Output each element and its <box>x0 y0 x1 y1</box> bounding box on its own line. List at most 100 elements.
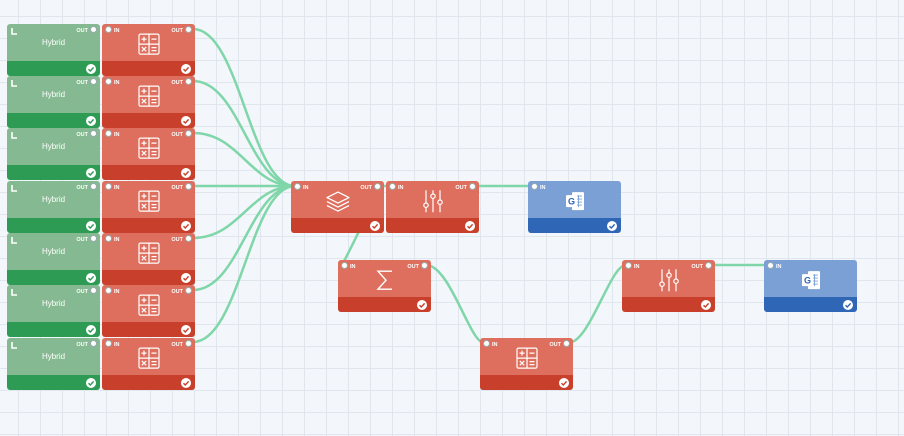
in-port-label: IN <box>114 80 120 86</box>
in-port[interactable]: IN <box>389 183 404 192</box>
out-port[interactable]: OUT <box>171 130 192 139</box>
source-corner-icon <box>11 28 17 35</box>
merge-node[interactable]: IN OUT <box>291 181 384 233</box>
calculator-icon <box>137 294 160 316</box>
out-port[interactable]: OUT <box>171 26 192 35</box>
out-port[interactable]: OUT <box>171 287 192 296</box>
wire <box>191 184 297 292</box>
sigma-icon <box>375 270 392 290</box>
node-label: Hybrid <box>41 352 66 361</box>
hybrid-source-node[interactable]: OUT Hybrid <box>7 128 100 180</box>
calculator-node[interactable]: IN OUT <box>102 181 195 233</box>
out-port-label: OUT <box>455 185 467 191</box>
out-port[interactable]: OUT <box>76 235 97 244</box>
in-port[interactable]: IN <box>105 78 120 87</box>
out-port[interactable]: OUT <box>407 262 428 271</box>
out-port[interactable]: OUT <box>171 183 192 192</box>
google-sheets-output-node[interactable]: IN G <box>764 260 857 312</box>
check-circle-icon <box>181 168 191 178</box>
port-dot-icon <box>185 340 192 347</box>
out-port[interactable]: OUT <box>691 262 712 271</box>
in-port[interactable]: IN <box>625 262 640 271</box>
calculator-node[interactable]: IN OUT <box>102 128 195 180</box>
out-port-label: OUT <box>549 342 561 348</box>
check-circle-icon <box>181 325 191 335</box>
hybrid-source-node[interactable]: OUT Hybrid <box>7 24 100 76</box>
port-dot-icon <box>90 287 97 294</box>
filter-node[interactable]: IN OUT <box>622 260 715 312</box>
out-port-label: OUT <box>171 237 183 243</box>
wire <box>424 263 486 345</box>
calculator-node[interactable]: IN OUT <box>102 76 195 128</box>
check-circle-icon <box>465 221 475 231</box>
out-port[interactable]: OUT <box>76 287 97 296</box>
calculator-icon <box>137 347 160 369</box>
out-port[interactable]: OUT <box>549 340 570 349</box>
in-port[interactable]: IN <box>105 130 120 139</box>
in-port[interactable]: IN <box>767 262 782 271</box>
in-port[interactable]: IN <box>105 340 120 349</box>
check-circle-icon <box>86 273 96 283</box>
in-port[interactable]: IN <box>294 183 309 192</box>
port-dot-icon <box>185 287 192 294</box>
out-port-label: OUT <box>407 264 419 270</box>
check-circle-icon <box>86 116 96 126</box>
out-port[interactable]: OUT <box>76 78 97 87</box>
in-port[interactable]: IN <box>105 287 120 296</box>
sum-node[interactable]: IN OUT <box>338 260 431 312</box>
in-port[interactable]: IN <box>105 26 120 35</box>
in-port-label: IN <box>634 264 640 270</box>
port-dot-icon <box>105 340 112 347</box>
source-corner-icon <box>11 132 17 139</box>
out-port[interactable]: OUT <box>171 235 192 244</box>
check-circle-icon <box>181 378 191 388</box>
calculator-node[interactable]: IN OUT <box>102 24 195 76</box>
calculator-node[interactable]: IN OUT <box>102 285 195 337</box>
out-port[interactable]: OUT <box>76 183 97 192</box>
out-port[interactable]: OUT <box>455 183 476 192</box>
port-dot-icon <box>185 235 192 242</box>
hybrid-source-node[interactable]: OUT Hybrid <box>7 233 100 285</box>
out-port-label: OUT <box>171 289 183 295</box>
in-port-label: IN <box>114 237 120 243</box>
port-dot-icon <box>767 262 774 269</box>
port-dot-icon <box>105 130 112 137</box>
out-port[interactable]: OUT <box>76 340 97 349</box>
in-port[interactable]: IN <box>105 235 120 244</box>
node-label: Hybrid <box>41 38 66 47</box>
calculator-icon <box>515 347 538 369</box>
filter-node[interactable]: IN OUT <box>386 181 479 233</box>
wire <box>191 184 297 240</box>
in-port[interactable]: IN <box>105 183 120 192</box>
port-dot-icon <box>705 262 712 269</box>
check-circle-icon <box>181 116 191 126</box>
out-port[interactable]: OUT <box>360 183 381 192</box>
check-circle-icon <box>701 300 711 310</box>
in-port[interactable]: IN <box>483 340 498 349</box>
in-port[interactable]: IN <box>341 262 356 271</box>
hybrid-source-node[interactable]: OUT Hybrid <box>7 181 100 233</box>
in-port[interactable]: IN <box>531 183 546 192</box>
hybrid-source-node[interactable]: OUT Hybrid <box>7 285 100 337</box>
hybrid-source-node[interactable]: OUT Hybrid <box>7 76 100 128</box>
google-sheets-output-node[interactable]: IN G <box>528 181 621 233</box>
check-circle-icon <box>181 273 191 283</box>
calculator-node[interactable]: IN OUT <box>102 233 195 285</box>
out-port[interactable]: OUT <box>76 26 97 35</box>
calculator-node[interactable]: IN OUT <box>480 338 573 390</box>
out-port[interactable]: OUT <box>76 130 97 139</box>
calculator-icon <box>137 84 160 107</box>
source-corner-icon <box>11 80 17 87</box>
google-sheets-icon: G <box>565 191 584 210</box>
out-port[interactable]: OUT <box>171 340 192 349</box>
check-circle-icon <box>370 221 380 231</box>
hybrid-source-node[interactable]: OUT Hybrid <box>7 338 100 390</box>
port-dot-icon <box>105 183 112 190</box>
out-port-label: OUT <box>76 342 88 348</box>
out-port[interactable]: OUT <box>171 78 192 87</box>
port-dot-icon <box>185 130 192 137</box>
in-port-label: IN <box>398 185 404 191</box>
out-port-label: OUT <box>171 342 183 348</box>
calculator-node[interactable]: IN OUT <box>102 338 195 390</box>
